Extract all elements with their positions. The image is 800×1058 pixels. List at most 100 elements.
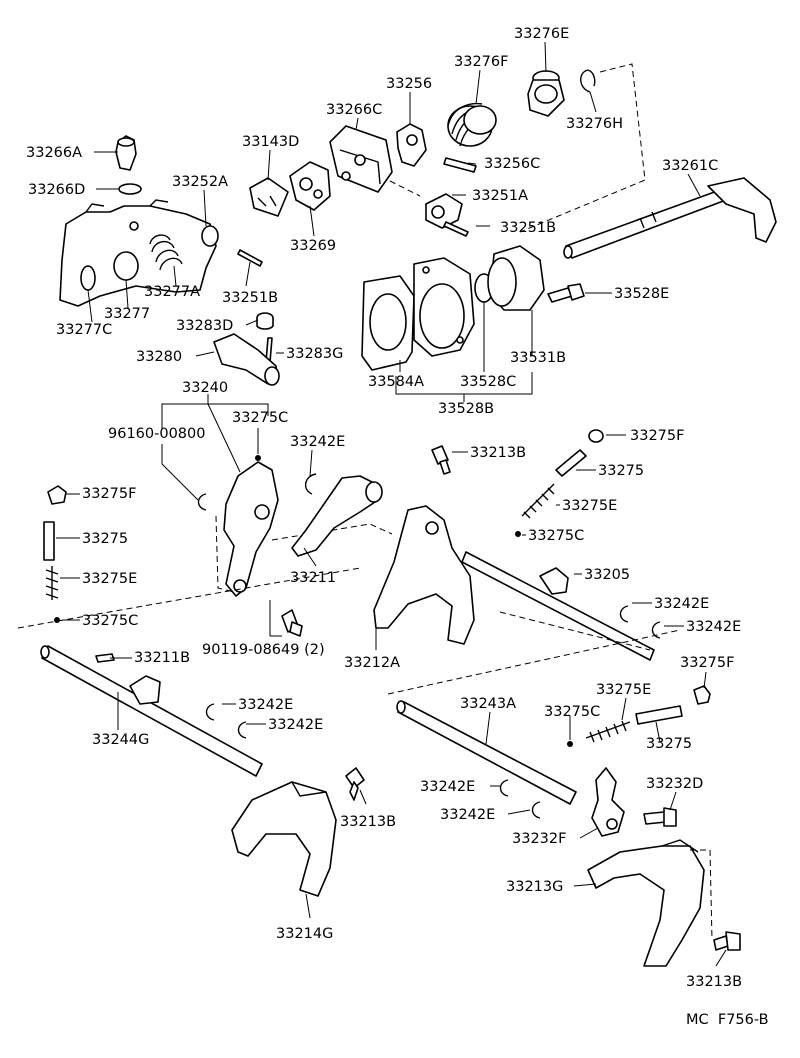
label-33275F-b: 33275F <box>82 486 136 502</box>
part-33283D <box>256 312 274 330</box>
label-33275-b: 33275 <box>82 531 128 547</box>
part-33276F <box>447 102 497 147</box>
label-33266D: 33266D <box>28 182 85 198</box>
label-33256: 33256 <box>386 76 432 92</box>
label-33531B: 33531B <box>510 350 566 366</box>
part-33211B <box>95 653 115 663</box>
label-33242E-f: 33242E <box>420 779 475 795</box>
part-33584A <box>361 275 415 371</box>
part-33275-b <box>43 521 55 561</box>
label-33205: 33205 <box>584 567 630 583</box>
label-33252A: 33252A <box>172 174 228 190</box>
label-33283D: 33283D <box>176 318 233 334</box>
label-33283G: 33283G <box>286 346 343 362</box>
part-33251A <box>425 193 463 229</box>
label-33244G: 33244G <box>92 732 149 748</box>
label-33277: 33277 <box>104 306 150 322</box>
part-33242E-c <box>651 621 661 639</box>
label-33214G: 33214G <box>276 926 333 942</box>
part-33240 <box>223 461 279 597</box>
part-33280 <box>213 333 280 386</box>
part-33266A <box>115 135 137 171</box>
part-33275-c <box>635 705 683 725</box>
part-33266C <box>329 125 393 193</box>
part-33242E-h <box>197 493 207 511</box>
part-bolt-33213B-a <box>431 445 451 475</box>
part-33277 <box>113 251 139 281</box>
part-33256C <box>443 157 477 173</box>
label-33276F: 33276F <box>454 54 508 70</box>
part-33531B <box>487 245 545 311</box>
label-33213B-a: 33213B <box>470 445 526 461</box>
part-33275F-a <box>588 429 604 443</box>
part-33212A <box>373 505 475 645</box>
label-33251B-a: 33251B <box>500 220 556 236</box>
part-bolt-90119 <box>281 609 303 637</box>
label-90119-08649: 90119-08649 (2) <box>202 642 325 658</box>
part-33275E-a <box>521 483 555 519</box>
label-33275-a: 33275 <box>598 463 644 479</box>
label-33251A: 33251A <box>472 188 528 204</box>
part-33232F <box>591 767 625 837</box>
part-33242E-b <box>619 605 629 623</box>
figure-code: MC F756-B <box>686 1012 769 1028</box>
label-33211: 33211 <box>290 570 336 586</box>
part-33528B <box>413 257 475 357</box>
part-33275F-b <box>47 485 67 505</box>
label-33242E-c: 33242E <box>686 619 741 635</box>
label-33275C-c: 33275C <box>528 528 584 544</box>
part-33275F-c <box>693 685 711 705</box>
part-33275C-b <box>54 617 60 623</box>
label-33242E-d: 33242E <box>238 697 293 713</box>
label-33242E-b: 33242E <box>654 596 709 612</box>
label-33275E-c: 33275E <box>596 682 651 698</box>
part-33528E <box>547 283 585 303</box>
part-33275-a <box>555 449 587 477</box>
part-33275E-b <box>45 566 59 600</box>
label-96160-00800: 96160-00800 <box>108 426 206 442</box>
part-33242E-d <box>205 703 215 721</box>
label-33275C-d: 33275C <box>544 704 600 720</box>
label-33275C-b: 33275C <box>82 613 138 629</box>
part-bolt-33213B-c <box>713 931 741 951</box>
label-33232F: 33232F <box>512 831 566 847</box>
label-33266A: 33266A <box>26 145 82 161</box>
label-33275F-a: 33275F <box>630 428 684 444</box>
part-33275E-c <box>585 720 631 743</box>
label-33243A: 33243A <box>460 696 516 712</box>
part-33213G <box>587 839 705 967</box>
part-33277A <box>149 234 183 271</box>
label-33275E-b: 33275E <box>82 571 137 587</box>
part-33275C-a <box>255 455 261 461</box>
label-33275-c: 33275 <box>646 736 692 752</box>
label-33584A: 33584A <box>368 374 424 390</box>
part-33211 <box>291 475 383 557</box>
label-33528B: 33528B <box>438 401 494 417</box>
label-33212A: 33212A <box>344 655 400 671</box>
label-33240: 33240 <box>182 380 228 396</box>
label-33211B: 33211B <box>134 650 190 666</box>
part-bolt-33213B-b <box>345 767 365 801</box>
part-33256 <box>396 123 427 167</box>
label-33242E-e: 33242E <box>268 717 323 733</box>
label-33528C: 33528C <box>460 374 516 390</box>
part-33275C-d <box>567 741 573 747</box>
label-33266C: 33266C <box>326 102 382 118</box>
part-33275C-c <box>515 531 521 537</box>
label-33528E: 33528E <box>614 286 669 302</box>
parts-drawings <box>17 63 777 967</box>
label-33213B-c: 33213B <box>686 974 742 990</box>
part-33251B-b <box>237 249 263 267</box>
part-33261C <box>563 177 777 259</box>
part-33276E <box>527 70 565 117</box>
label-33256C: 33256C <box>484 156 540 172</box>
part-33205 <box>461 551 655 661</box>
label-33213G: 33213G <box>506 879 563 895</box>
part-33242E-e <box>237 721 247 739</box>
part-labels: 33276E 33256 33276F 33266C 33276H 33143D… <box>26 26 769 1028</box>
label-33280: 33280 <box>136 349 182 365</box>
label-33232D: 33232D <box>646 776 703 792</box>
label-33213B-b: 33213B <box>340 814 396 830</box>
leader-lines <box>56 41 727 967</box>
